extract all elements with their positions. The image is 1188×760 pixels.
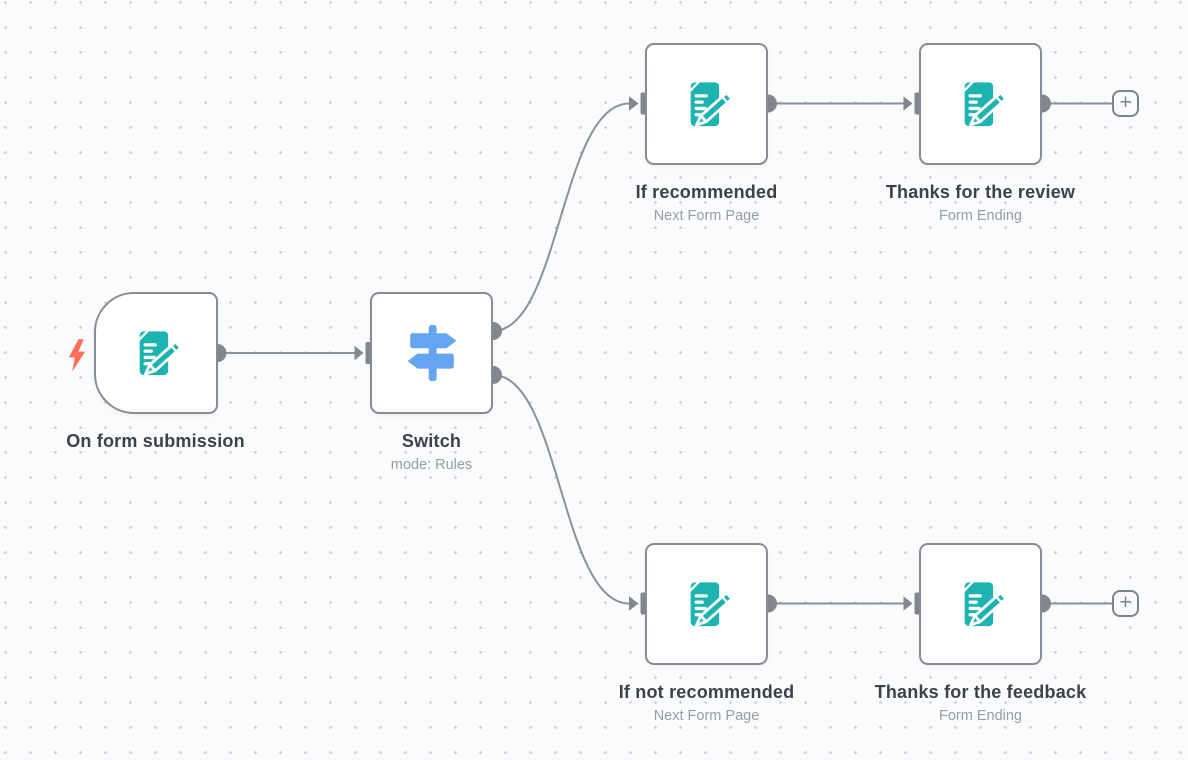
form-icon: [953, 577, 1009, 631]
connection-switch-to-if-not-recommended[interactable]: [492, 374, 650, 615]
connection-arrow-icon: [629, 596, 639, 611]
connection-switch-to-if-recommended[interactable]: [492, 92, 650, 332]
node-if-not-recommended[interactable]: [645, 542, 768, 665]
form-icon: [679, 577, 735, 631]
lightning-trigger-icon: [66, 338, 87, 373]
node-group-on-form-submission: On form submission: [66, 292, 245, 451]
switch-icon: [399, 323, 465, 383]
node-on-form-submission[interactable]: [94, 292, 218, 414]
node-if-recommended[interactable]: [645, 42, 768, 165]
add-node-button-top[interactable]: +: [1112, 90, 1139, 117]
form-icon: [679, 77, 735, 131]
node-thanks-for-the-review[interactable]: [919, 42, 1042, 165]
connection-arrow-icon: [629, 96, 639, 111]
form-icon: [128, 326, 184, 380]
connection-if-recommended-to-thanks-review[interactable]: [768, 92, 924, 115]
form-icon: [953, 77, 1009, 131]
node-group-switch: Switch mode: Rules: [370, 292, 493, 473]
node-group-if-recommended: If recommended Next Form Page: [636, 42, 777, 224]
connection-arrow-icon: [354, 345, 364, 361]
connection-arrow-icon: [903, 96, 913, 111]
add-node-button-bottom[interactable]: +: [1112, 590, 1139, 617]
connection-trigger-to-switch[interactable]: [217, 342, 375, 364]
node-switch[interactable]: [370, 292, 493, 414]
node-group-thanks-for-the-feedback: Thanks for the feedback Form Ending: [875, 542, 1086, 724]
connection-if-not-recommended-to-thanks-feedback[interactable]: [768, 592, 924, 615]
connection-arrow-icon: [903, 596, 913, 611]
node-group-if-not-recommended: If not recommended Next Form Page: [619, 542, 794, 724]
node-group-thanks-for-the-review: Thanks for the review Form Ending: [886, 42, 1075, 224]
node-thanks-for-the-feedback[interactable]: [919, 542, 1042, 665]
